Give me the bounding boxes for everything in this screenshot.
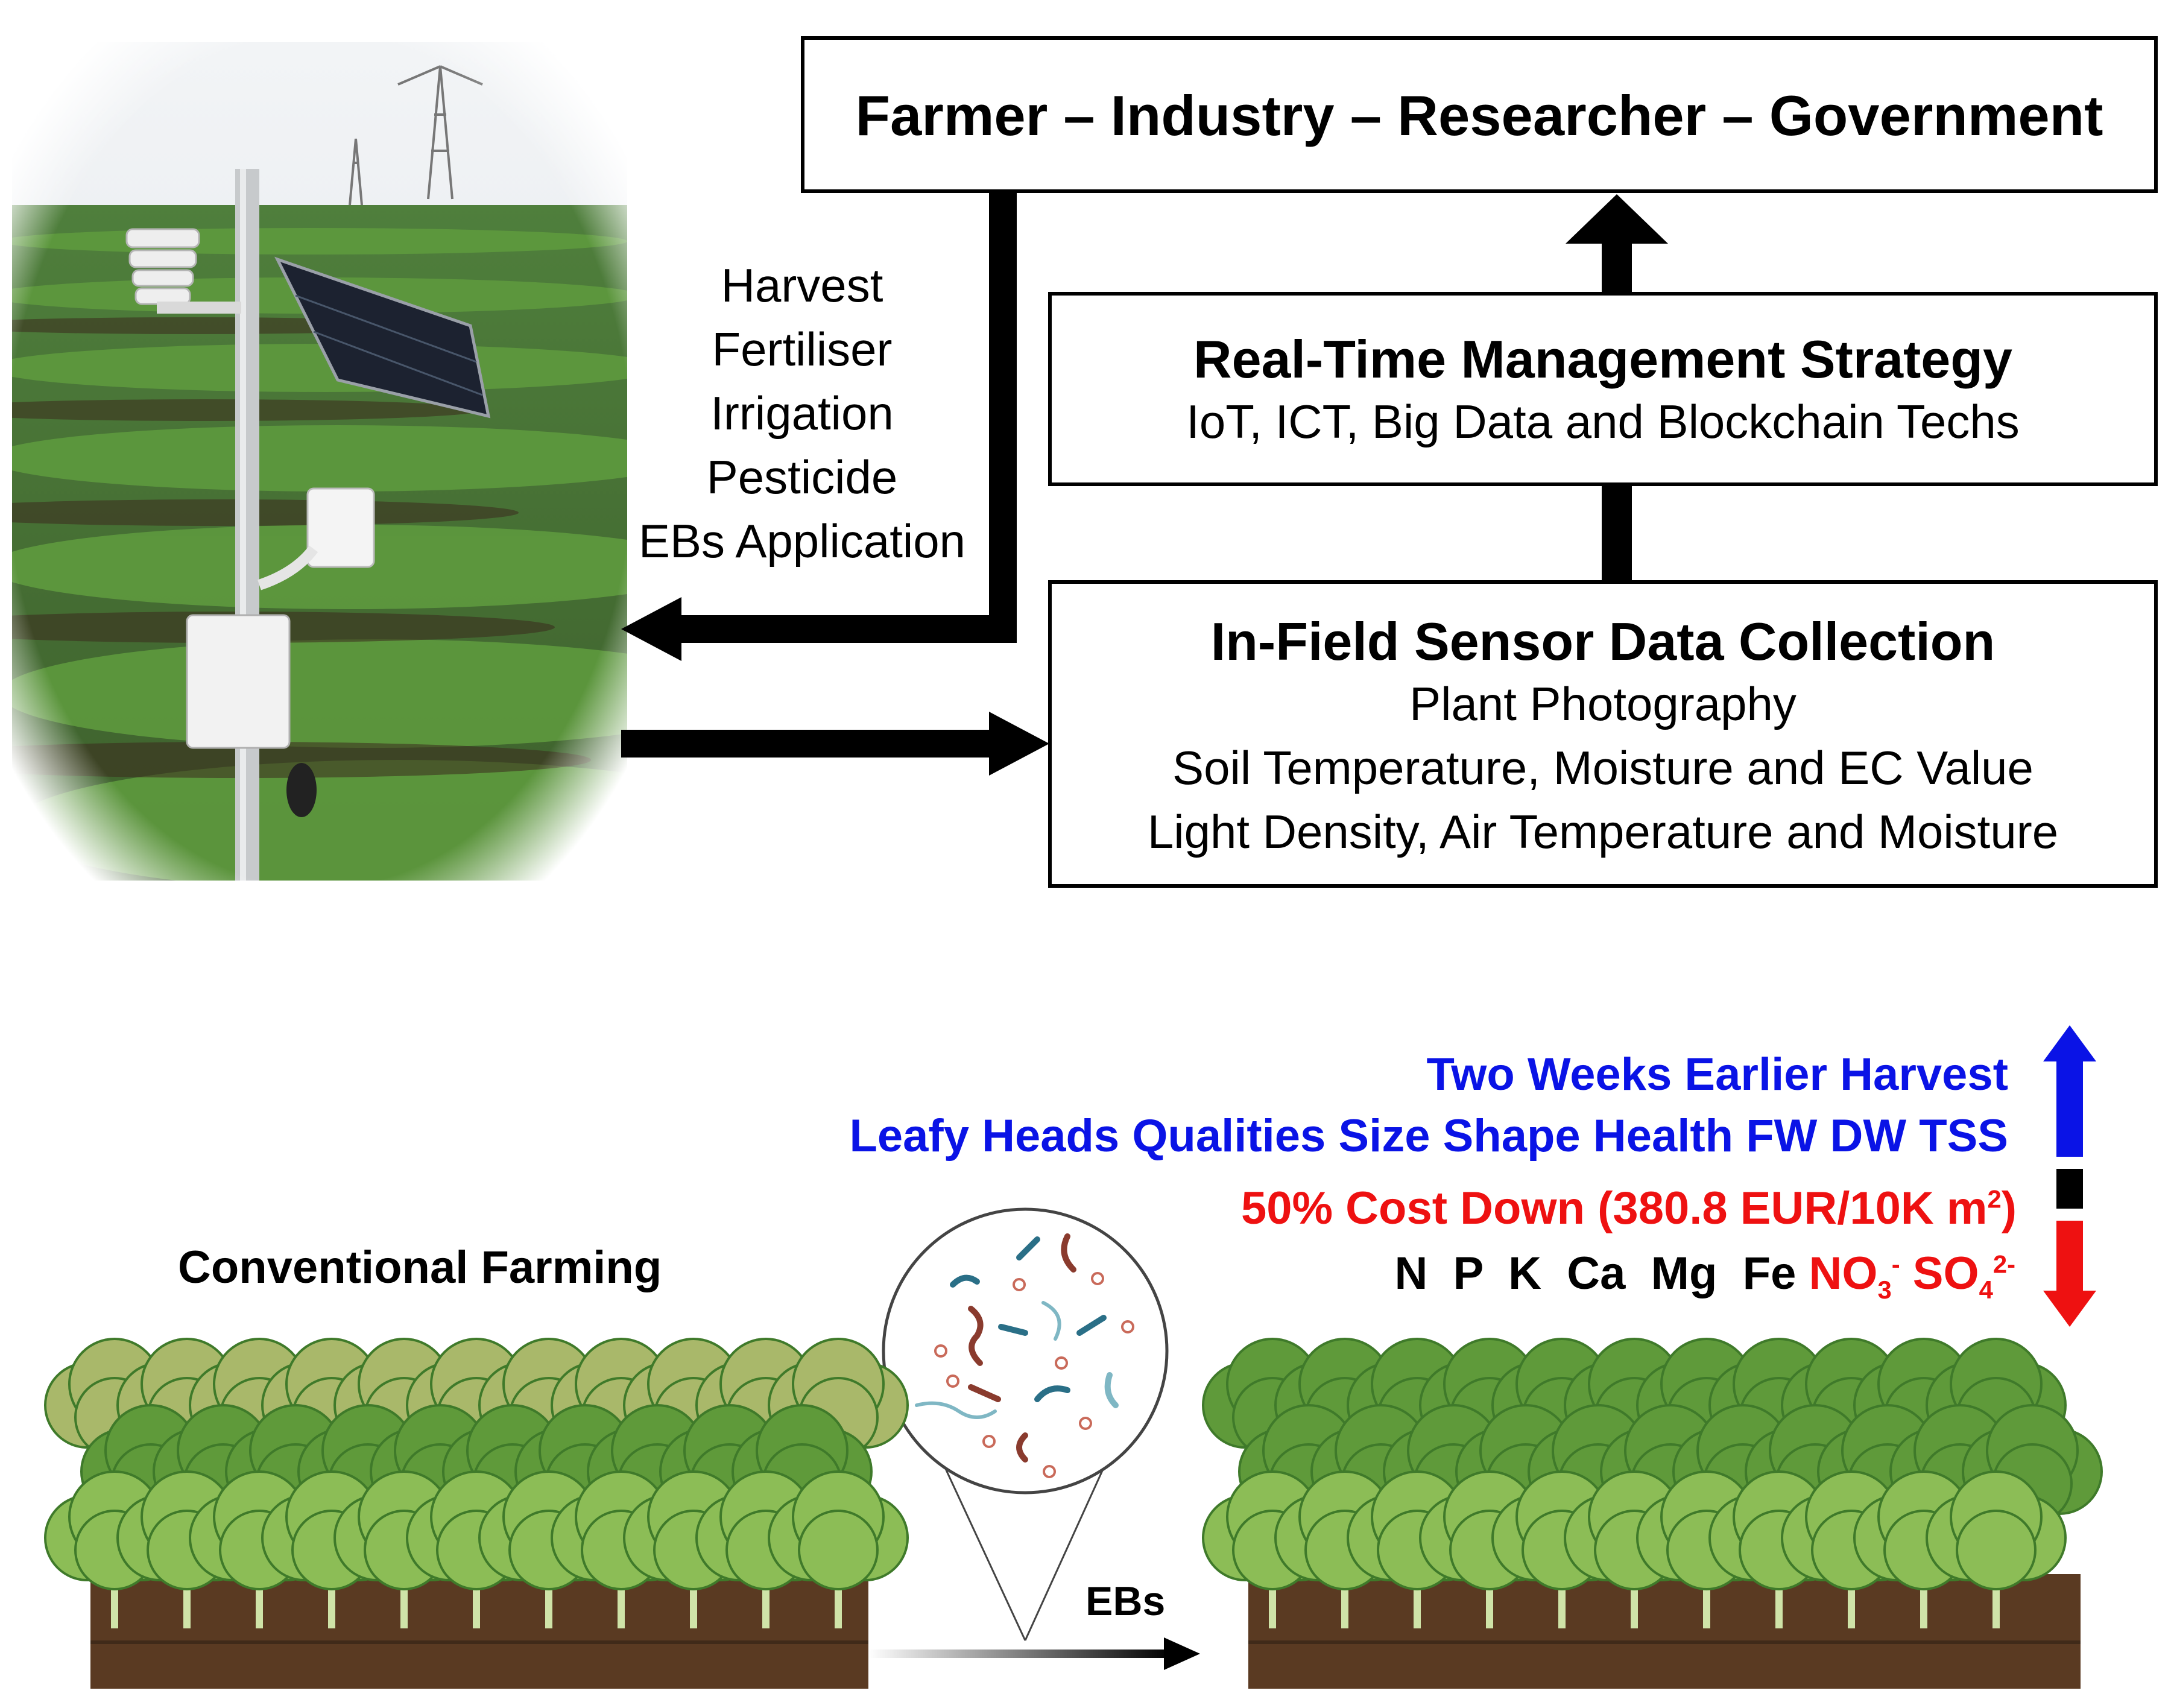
nutrients-black: N P K Ca Mg Fe [1394,1248,1797,1299]
cost-text: 50% Cost Down (380.8 EUR/10K m [1240,1183,1988,1234]
action-irrigation: Irrigation [710,387,894,440]
decrease-arrow-shaft [2056,1221,2083,1293]
cost-close: ) [2001,1183,2017,1234]
action-harvest: Harvest [721,259,883,312]
outcome-cost-down: 50% Cost Down (380.8 EUR/10K m2) [1241,1182,2017,1235]
strategy-box: Real-Time Management Strategy IoT, ICT, … [1048,292,2158,486]
nitrate-sub: 3 [1877,1276,1892,1305]
outcome-qualities: Leafy Heads Qualities Size Shape Health … [849,1110,2008,1162]
ebs-arrow-head [1164,1637,1200,1670]
arrow-field-to-sensor-shaft [621,730,995,758]
lettuce-head [768,1470,909,1628]
arrow-feedback-horizontal [681,615,1017,643]
increase-arrow-shaft [2056,1060,2083,1157]
conventional-farming-label: Conventional Farming [178,1242,662,1293]
stakeholders-title: Farmer – Industry – Researcher – Governm… [855,84,2103,147]
strategy-title: Real-Time Management Strategy [1193,329,2012,389]
sensor-line-soil: Soil Temperature, Moisture and EC Value [1172,741,2034,794]
sensor-box: In-Field Sensor Data Collection Plant Ph… [1048,580,2158,888]
arrow-feedback-head [621,597,681,661]
increase-arrow-head [2043,1025,2096,1061]
nitrate-base: NO [1809,1248,1878,1299]
decrease-arrow-head [2043,1291,2096,1327]
sulfate-sup: 2- [1992,1250,2015,1279]
sulfate-sub: 4 [1979,1276,1993,1305]
nitrate-sup: - [1891,1250,1900,1279]
outcome-earlier-harvest: Two Weeks Earlier Harvest [1426,1049,2008,1100]
ebs-label: EBs [1086,1578,1166,1624]
arrow-feedback-vertical [989,193,1017,639]
sulfate: SO42- [1912,1248,2015,1303]
field-sensor-photo [12,42,627,881]
strategy-subtitle: IoT, ICT, Big Data and Blockchain Techs [1186,395,2020,448]
action-pesticide: Pesticide [706,451,898,504]
cost-sup: 2 [1987,1185,2002,1213]
sensor-title: In-Field Sensor Data Collection [1210,612,1996,671]
lettuce-head [1926,1470,2067,1628]
arrow-sensor-to-strategy [1602,486,1632,583]
outcome-nutrients: N P K Ca Mg Fe NO3- SO42- [1394,1247,2015,1303]
ebs-arrow-shaft [868,1649,1170,1658]
action-ebs-application: EBs Application [638,514,965,568]
sensor-line-light: Light Density, Air Temperature and Moist… [1147,805,2059,858]
arrow-strategy-to-stakeholders-head [1566,194,1668,244]
management-actions-list: Harvest Fertiliser Irrigation Pesticide … [615,253,989,573]
action-fertiliser: Fertiliser [712,323,893,376]
microbes-magnifier [882,1207,1169,1641]
arrow-strategy-to-stakeholders-shaft [1602,241,1632,294]
conventional-lettuce-bed [44,1338,909,1689]
sulfate-base: SO [1912,1248,1979,1299]
arrow-field-to-sensor-head [989,712,1049,776]
sensor-line-photography: Plant Photography [1409,677,1797,730]
neutral-marker [2056,1169,2083,1209]
stakeholders-box: Farmer – Industry – Researcher – Governm… [801,36,2158,193]
nitrate: NO3- [1809,1248,1900,1303]
eb-treated-lettuce-bed [1202,1338,2103,1689]
